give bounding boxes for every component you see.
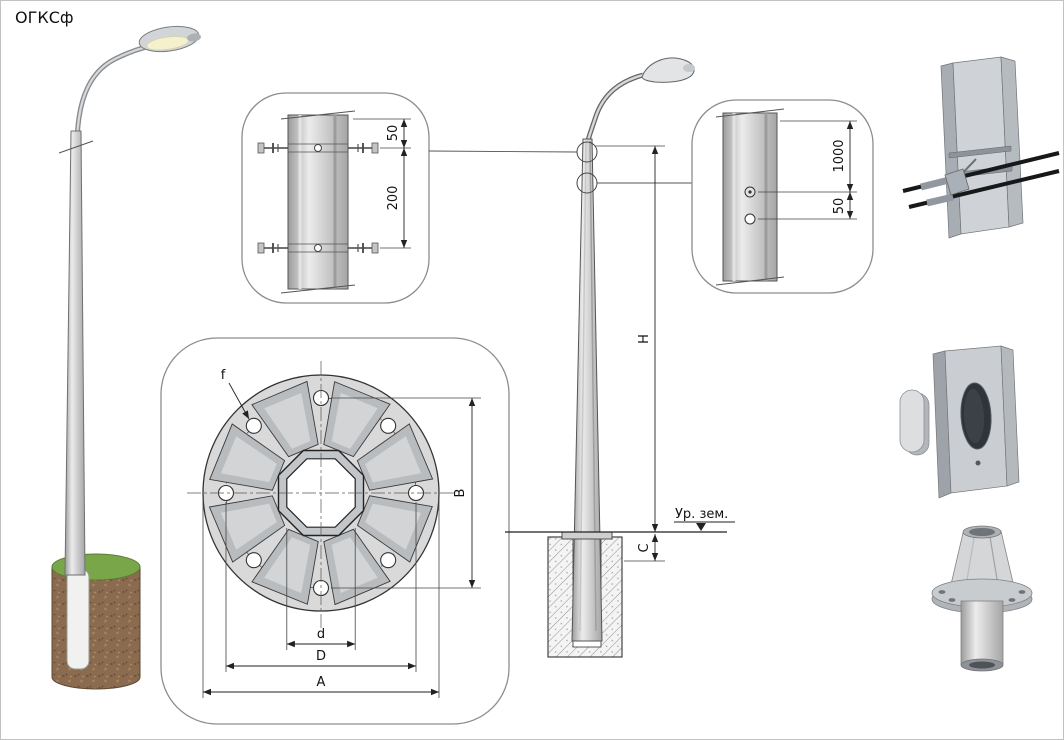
pole-shaft: [571, 138, 603, 642]
luminaire: [641, 57, 695, 83]
break-mark: [280, 284, 356, 294]
dim-label-d: d: [317, 627, 325, 642]
dim-label-f: f: [221, 368, 226, 383]
luminaire: [138, 25, 201, 53]
pole-shaft: [64, 130, 86, 576]
base-flange: [561, 531, 613, 540]
elevation-view: Ур. зем. H C: [428, 57, 735, 658]
lamp-arm: [585, 72, 644, 142]
leader-line-f: [228, 382, 250, 420]
base-tube: [960, 600, 1004, 666]
anchor-clamp: [944, 168, 970, 196]
flange-bolt-hole: [938, 590, 946, 594]
wedge-grip: [920, 176, 950, 191]
pole-facet-front: [952, 56, 1010, 235]
cable-mount-render: [902, 56, 1060, 239]
detail-bubble: [691, 99, 874, 294]
lamp-arm: [74, 41, 162, 148]
dim-label-50-lower: 50: [832, 198, 847, 215]
ground-level-label: Ур. зем.: [675, 507, 728, 522]
break-mark: [280, 110, 356, 120]
access-door-render: [899, 345, 1020, 499]
foundation-cylinder: [51, 566, 141, 690]
ground-level-arrow: [696, 523, 706, 531]
callout-leader: [428, 150, 578, 153]
dim-label-B: B: [453, 489, 468, 498]
dim-label-C: C: [637, 543, 652, 552]
flange-detail-view: f B d D A: [160, 337, 510, 725]
left-pole-render: [51, 25, 201, 690]
door-bolt: [975, 460, 981, 466]
flange-base-render: [931, 525, 1033, 672]
dim-label-H: H: [637, 334, 652, 344]
wedge-grip: [926, 193, 954, 207]
dim-label-A: A: [317, 675, 326, 690]
flange-bolt-hole: [948, 598, 956, 602]
dim-label-1000: 1000: [832, 139, 847, 172]
pole-section: [287, 114, 349, 290]
flange-bolt-hole: [1008, 598, 1016, 602]
hole-detail-view: 1000 50: [691, 99, 874, 294]
band-clamp: [948, 145, 1012, 159]
embedment-sleeve: [66, 568, 90, 670]
page-title: ОГКСф: [15, 8, 74, 27]
dim-label-50: 50: [386, 125, 401, 142]
dim-label-200: 200: [386, 186, 401, 211]
break-mark: [715, 108, 785, 118]
cable-hole: [744, 213, 756, 225]
break-mark: [58, 140, 94, 154]
break-mark: [715, 276, 785, 286]
door-cover: [899, 389, 925, 453]
clamp-detail-view: 50 200: [241, 92, 430, 304]
flange-bolt-hole: [1018, 590, 1026, 594]
dim-label-D: D: [316, 649, 326, 664]
